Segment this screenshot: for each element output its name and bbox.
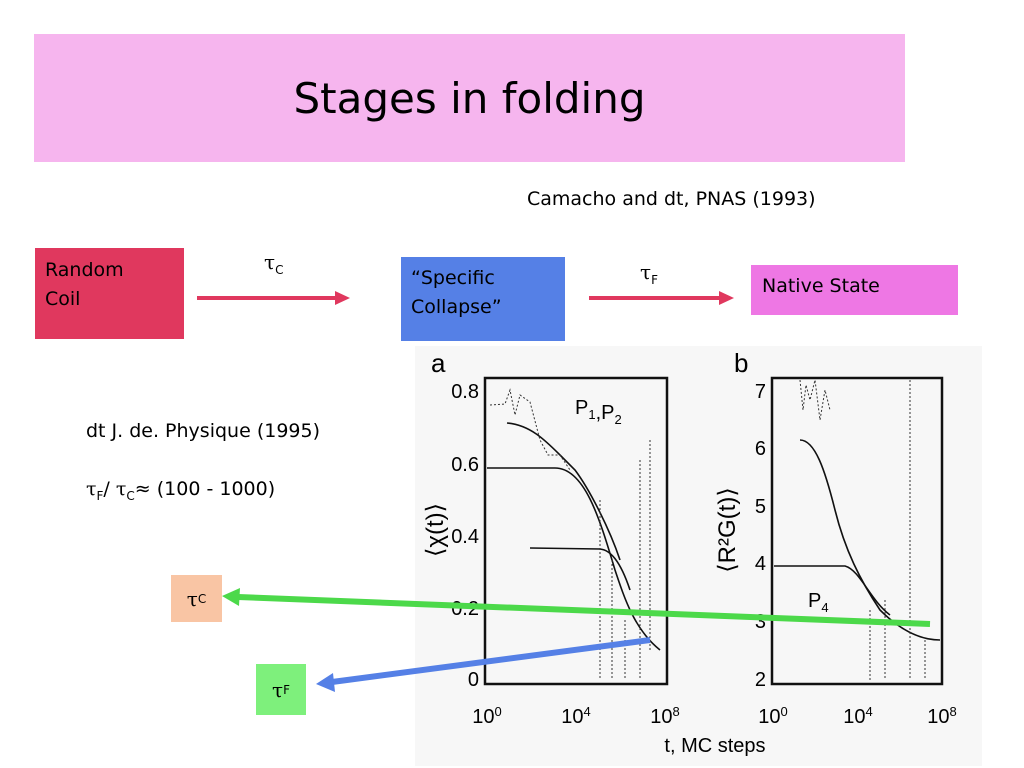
annotation-p12: P1,P2	[575, 397, 622, 427]
tau-subscript: F	[651, 273, 658, 287]
native-state-box: Native State	[751, 265, 958, 315]
title-banner	[34, 34, 905, 162]
panel-a-xtick: 108	[650, 704, 679, 729]
panel-a-curve-upper	[506, 422, 621, 561]
panel-a-ytick: 0.8	[451, 381, 479, 403]
panel-a-dotted-spikes	[599, 440, 651, 680]
random-coil-line-1: Random	[45, 259, 124, 281]
tau-subscript: F	[283, 682, 290, 697]
panel-b-ytick: 3	[755, 611, 766, 633]
panel-a-ytick: 0	[468, 669, 479, 691]
panel-a-ylabel: ⟨χ(t)⟩	[422, 503, 449, 557]
random-coil-line-2: Coil	[45, 288, 81, 310]
tau-symbol: τ	[186, 586, 198, 611]
panel-b-curve-main	[799, 439, 941, 641]
second-reference: dt J. de. Physique (1995)	[86, 420, 320, 442]
panel-b-ytick: 7	[755, 381, 766, 403]
figure-background	[415, 346, 982, 766]
specific-collapse-line-1: “Specific	[411, 267, 495, 289]
ratio-value: ≈ (100 - 1000)	[134, 478, 276, 500]
panel-b-label: b	[734, 348, 748, 378]
citation-text: Camacho and dt, PNAS (1993)	[527, 188, 816, 210]
tau-symbol: τ	[264, 250, 276, 274]
tau-subscript: C	[275, 263, 284, 277]
arrow-collapse-to-native	[589, 291, 734, 305]
tau-symbol: τ	[272, 677, 284, 702]
blue-arrow-to-tau-f	[316, 637, 651, 692]
panel-b-dotted-trace	[799, 379, 831, 421]
panel-b-ytick: 5	[755, 496, 766, 518]
panel-a-label: a	[431, 348, 446, 378]
panel-b-ytick: 4	[755, 553, 766, 575]
slide-title: Stages in folding	[293, 73, 646, 123]
arrow-coil-to-collapse	[197, 291, 350, 305]
figure-xlabel: t, MC steps	[664, 735, 765, 757]
panel-a-frame	[483, 376, 669, 686]
panel-b-ytick: 2	[755, 669, 766, 691]
tau-subscript: F	[96, 488, 104, 503]
tau-symbol: τ	[115, 478, 127, 500]
annotation-p4: P4	[808, 590, 829, 615]
green-arrow-to-tau-c	[222, 588, 931, 627]
specific-collapse-box: “Specific Collapse”	[401, 257, 565, 341]
tau-c-label-top: τC	[264, 250, 283, 277]
tau-subscript: C	[126, 488, 135, 503]
panel-b-ytick: 6	[755, 438, 766, 460]
panel-b-ylabel: ⟨R²G(t)⟩	[714, 487, 741, 572]
panel-b-frame	[770, 376, 944, 686]
tau-subscript: C	[197, 591, 207, 606]
panel-b-dotted-spikes	[869, 380, 926, 680]
ratio-slash: /	[103, 478, 116, 500]
tau-symbol: τ	[86, 478, 97, 500]
native-state-label: Native State	[762, 275, 880, 297]
panel-a-ytick: 0.6	[451, 454, 479, 476]
tau-symbol: τ	[640, 260, 652, 284]
timescale-ratio: τF/ τC≈ (100 - 1000)	[86, 478, 275, 503]
panel-a-curve-main	[487, 467, 661, 651]
panel-a-ytick: 0.4	[451, 526, 479, 548]
random-coil-box: Random Coil	[35, 248, 184, 339]
panel-b-curve-secondary	[774, 565, 891, 616]
tau-f-label-top: τF	[640, 260, 658, 287]
specific-collapse-line-2: Collapse”	[411, 296, 502, 318]
